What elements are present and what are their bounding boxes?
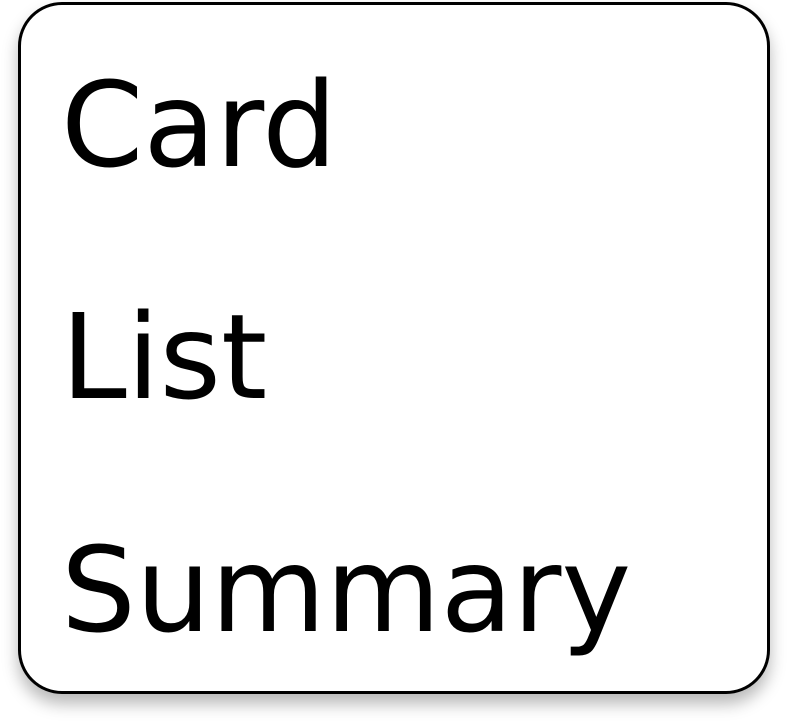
menu-item-list[interactable]: List [61, 288, 268, 426]
menu-item-card[interactable]: Card [61, 56, 338, 194]
view-mode-menu: Card List Summary [18, 2, 770, 694]
menu-item-summary[interactable]: Summary [61, 521, 632, 659]
